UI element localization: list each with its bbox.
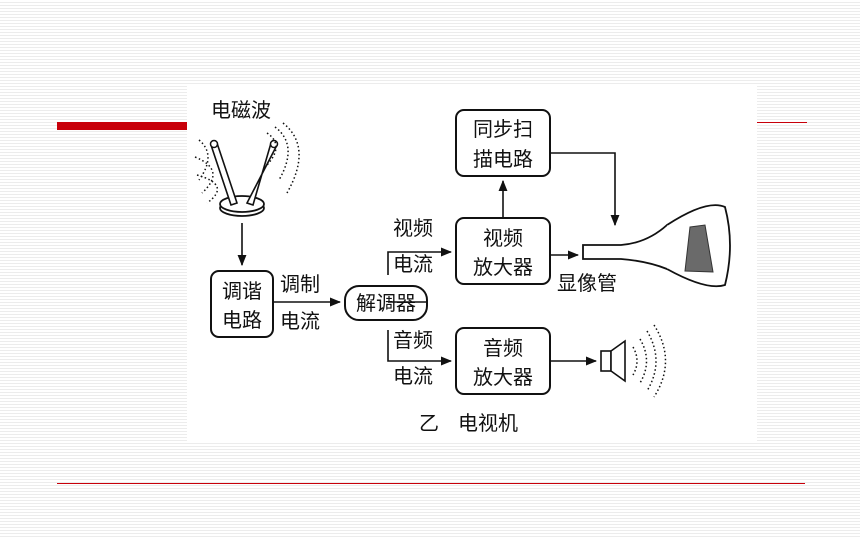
demodulator-label: 解调器 xyxy=(356,291,416,315)
tuner-box xyxy=(210,270,274,338)
modulated-current-label-1: 调制 xyxy=(280,272,320,296)
red-footer-line xyxy=(57,483,805,484)
radio-wave-icon xyxy=(194,122,300,204)
audio-current-label-1: 音频 xyxy=(393,328,433,352)
caption-title: 电视机 xyxy=(458,411,518,435)
picture-tube-label: 显像管 xyxy=(557,271,617,295)
picture-tube-icon xyxy=(582,204,731,288)
arrow-to-audio-amp xyxy=(387,330,453,366)
caption-letter: 乙 xyxy=(419,411,439,435)
video-amplifier-label-1: 视频 xyxy=(483,226,523,250)
arrow-sync-to-tube xyxy=(550,152,620,227)
audio-amplifier-label-2: 放大器 xyxy=(473,365,533,389)
red-accent-bar xyxy=(57,122,187,130)
tv-block-diagram: 电磁波 调谐 电路 调制 电流 解调器 视频 电流 音频 电流 视频 放大器 音… xyxy=(187,85,757,442)
audio-current-label-2: 电流 xyxy=(393,364,433,388)
video-amplifier-label-2: 放大器 xyxy=(473,255,533,279)
antenna-icon xyxy=(209,139,279,217)
video-current-label-2: 电流 xyxy=(393,252,433,276)
modulated-current-label-2: 电流 xyxy=(280,309,320,333)
arrow-to-video-amp xyxy=(387,247,453,275)
em-wave-label: 电磁波 xyxy=(211,98,271,122)
red-accent-line-right xyxy=(757,122,807,123)
sync-scan-label-1: 同步扫 xyxy=(473,117,533,141)
speaker-icon xyxy=(600,324,667,398)
tuner-label-2: 电路 xyxy=(222,308,262,332)
sync-scan-box xyxy=(455,109,551,177)
tuner-label-1: 调谐 xyxy=(222,279,262,303)
video-current-label-1: 视频 xyxy=(393,216,433,240)
demodulator-box xyxy=(344,285,428,321)
sync-scan-label-2: 描电路 xyxy=(473,147,533,171)
audio-amplifier-label-1: 音频 xyxy=(483,336,523,360)
diagram-canvas: 电磁波 调谐 电路 调制 电流 解调器 视频 电流 音频 电流 视频 放大器 音… xyxy=(194,98,731,435)
